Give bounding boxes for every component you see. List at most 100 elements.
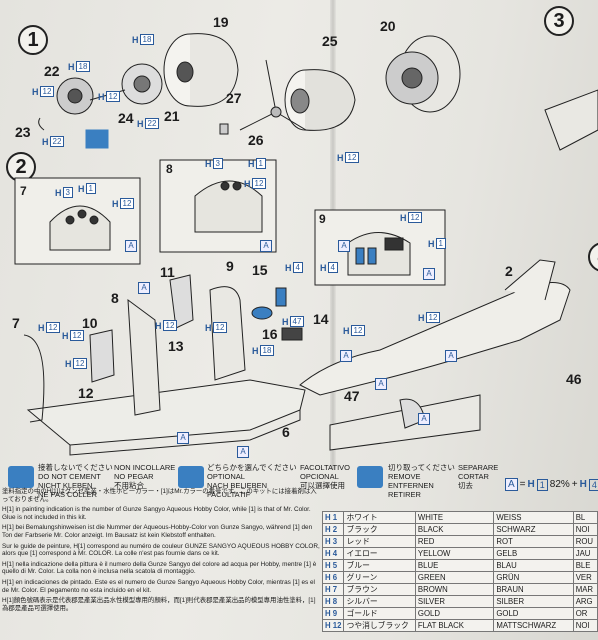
color-cell-en: GOLD bbox=[414, 607, 495, 620]
step-number-3: 3 bbox=[544, 6, 574, 36]
part-number-20: 20 bbox=[380, 18, 396, 34]
part-number-14: 14 bbox=[313, 311, 329, 327]
color-cell-code: H 9 bbox=[321, 607, 345, 620]
part-number-13: 13 bbox=[168, 338, 184, 354]
reference-a: A bbox=[340, 350, 352, 362]
color-cell-de: BLAU bbox=[493, 559, 574, 572]
color-mix-ratio: A = H1 82%+ H4 5 bbox=[505, 478, 598, 491]
part-number-21: 21 bbox=[164, 108, 180, 124]
reference-a: A bbox=[125, 240, 137, 252]
no-cement-icon bbox=[8, 466, 34, 488]
part-number-47: 47 bbox=[344, 388, 360, 404]
color-cell-de: WEISS bbox=[493, 511, 574, 524]
color-cell-ja: ホワイト bbox=[343, 511, 416, 524]
color-cell-code: H 5 bbox=[321, 559, 345, 572]
color-cell-de: BRAUN bbox=[493, 583, 574, 596]
color-cell-de: GRÜN bbox=[493, 571, 574, 584]
part-number-8: 8 bbox=[111, 290, 119, 306]
color-cell-ex: ARG bbox=[572, 595, 598, 608]
color-cell-ex: NOI bbox=[572, 523, 598, 536]
color-cell-ja: ゴールド bbox=[343, 607, 416, 620]
reference-a: A bbox=[177, 432, 189, 444]
color-cell-ja: シルバー bbox=[343, 595, 416, 608]
part-number-23: 23 bbox=[15, 124, 31, 140]
subassembly-7-label: 7 bbox=[20, 184, 27, 198]
optional-icon bbox=[178, 466, 204, 488]
color-cell-ex: MAR bbox=[572, 583, 598, 596]
part-number-11: 11 bbox=[160, 264, 175, 280]
color-cell-en: SILVER bbox=[414, 595, 495, 608]
color-cell-ja: ブルー bbox=[343, 559, 416, 572]
color-cell-de: GOLD bbox=[493, 607, 574, 620]
color-cell-code: H 6 bbox=[321, 571, 345, 584]
color-cell-ja: イエロー bbox=[343, 547, 416, 560]
reference-a: A bbox=[375, 378, 387, 390]
subassembly-8-label: 8 bbox=[166, 162, 173, 176]
color-cell-en: BLUE bbox=[414, 559, 495, 572]
reference-a: A bbox=[445, 350, 457, 362]
part-number-12: 12 bbox=[78, 385, 94, 401]
part-number-7: 7 bbox=[12, 315, 20, 331]
paint-notes: 塗料指定の中のH[1]はグンゼ産業・水性ホビーカラー・[1]はMr.カラーの番号… bbox=[2, 488, 320, 612]
reference-a: A bbox=[138, 282, 150, 294]
color-cell-ja: レッド bbox=[343, 535, 416, 548]
part-number-16: 16 bbox=[262, 326, 278, 342]
part-number-46: 46 bbox=[566, 371, 582, 387]
color-cell-ex: NOI bbox=[572, 619, 598, 632]
color-cell-code: H 1 bbox=[321, 511, 345, 524]
color-cell-de: GELB bbox=[493, 547, 574, 560]
color-cell-de: SCHWARZ bbox=[493, 523, 574, 536]
part-number-24: 24 bbox=[118, 110, 134, 126]
color-cell-ja: つや消しブラック bbox=[343, 619, 416, 632]
color-cell-code: H 12 bbox=[321, 619, 345, 632]
color-cell-code: H 7 bbox=[321, 583, 345, 596]
reference-a: A bbox=[423, 268, 435, 280]
color-cell-ja: ブラウン bbox=[343, 583, 416, 596]
color-cell-ex: BL bbox=[572, 511, 598, 524]
part-number-2: 2 bbox=[505, 263, 513, 279]
reference-a: A bbox=[260, 240, 272, 252]
color-cell-en: RED bbox=[414, 535, 495, 548]
color-cell-code: H 2 bbox=[321, 523, 345, 536]
color-cell-code: H 8 bbox=[321, 595, 345, 608]
color-cell-de: SILBER bbox=[493, 595, 574, 608]
part-number-10: 10 bbox=[82, 315, 98, 331]
reference-a: A bbox=[338, 240, 350, 252]
part-number-6: 6 bbox=[282, 424, 290, 440]
color-cell-ex: OR bbox=[572, 607, 598, 620]
reference-a: A bbox=[418, 413, 430, 425]
color-cell-ex: BLE bbox=[572, 559, 598, 572]
color-cell-en: BROWN bbox=[414, 583, 495, 596]
